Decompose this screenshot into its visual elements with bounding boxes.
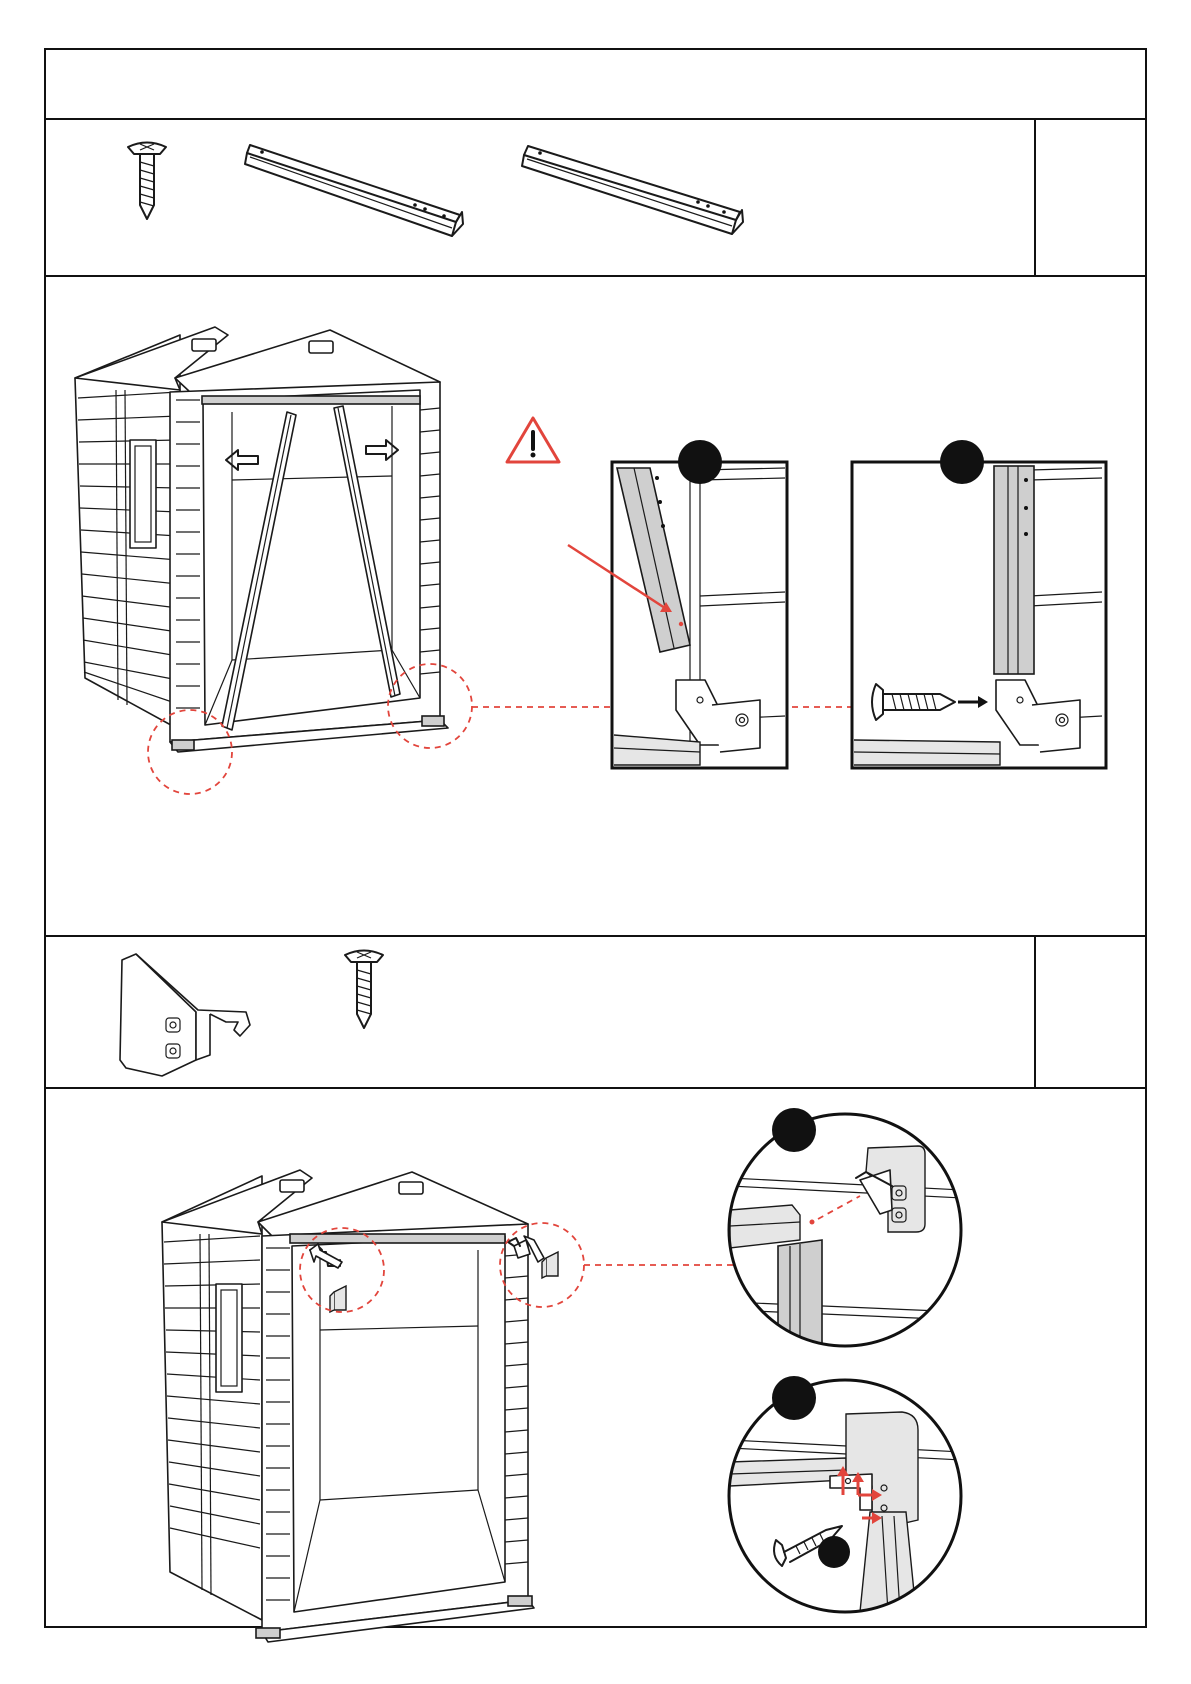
screw-icon <box>128 143 166 220</box>
detail-c <box>729 1108 962 1350</box>
screw-marker-badge <box>818 1536 850 1568</box>
detail-a <box>568 440 787 768</box>
detail-d <box>729 1376 962 1612</box>
step-badge-a <box>678 440 722 484</box>
shed-window <box>130 440 156 548</box>
warning-triangle-icon <box>507 418 559 462</box>
step-badge-d <box>772 1376 816 1420</box>
floor-beam-left <box>245 145 463 236</box>
detail-b <box>852 440 1106 768</box>
step-badge-c <box>772 1108 816 1152</box>
shed-illustration-step2 <box>162 1170 738 1642</box>
screw-icon <box>345 951 383 1029</box>
parts-row-bottom <box>120 951 383 1077</box>
floor-beam-right <box>522 146 743 234</box>
parts-row-top <box>128 143 743 237</box>
step-badge-b <box>940 440 984 484</box>
corner-bracket-icon <box>120 954 250 1076</box>
